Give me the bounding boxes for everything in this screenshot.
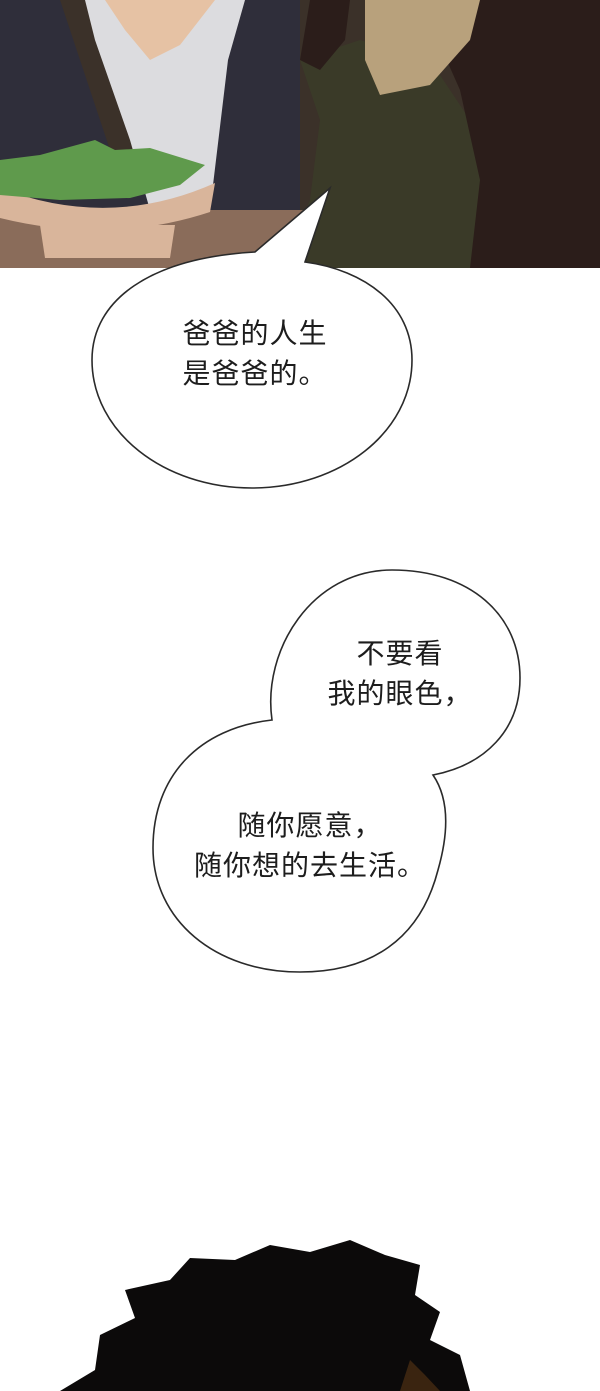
man-collar-skin: [105, 0, 215, 60]
top-comic-panel: [0, 0, 600, 268]
woman-hair-left: [300, 0, 350, 70]
lace-sleeve: [365, 0, 480, 95]
speech-line: 爸爸的人生: [182, 317, 328, 350]
dark-silhouette: [60, 1240, 470, 1391]
speech-bubble-1-text: 爸爸的人生 是爸爸的。: [120, 314, 390, 394]
leafy-greens: [0, 140, 205, 200]
speech-line: 我的眼色，: [327, 677, 473, 710]
man-shirt: [85, 0, 245, 210]
woman-hair: [420, 0, 600, 268]
speech-line: 随你愿意，: [237, 809, 383, 842]
bowl-base: [40, 225, 175, 258]
inner-glow: [400, 1360, 440, 1391]
bottom-comic-panel: [60, 1240, 470, 1391]
speech-bubble-2-top-text: 不要看 我的眼色，: [300, 634, 500, 714]
speech-line: 随你想的去生活。: [193, 849, 426, 882]
speech-line: 不要看: [356, 637, 444, 670]
speech-bubble-2: [152, 569, 521, 973]
speech-line: 是爸爸的。: [182, 357, 328, 390]
speech-bubble-2-bottom-text: 随你愿意， 随你想的去生活。: [165, 806, 455, 886]
